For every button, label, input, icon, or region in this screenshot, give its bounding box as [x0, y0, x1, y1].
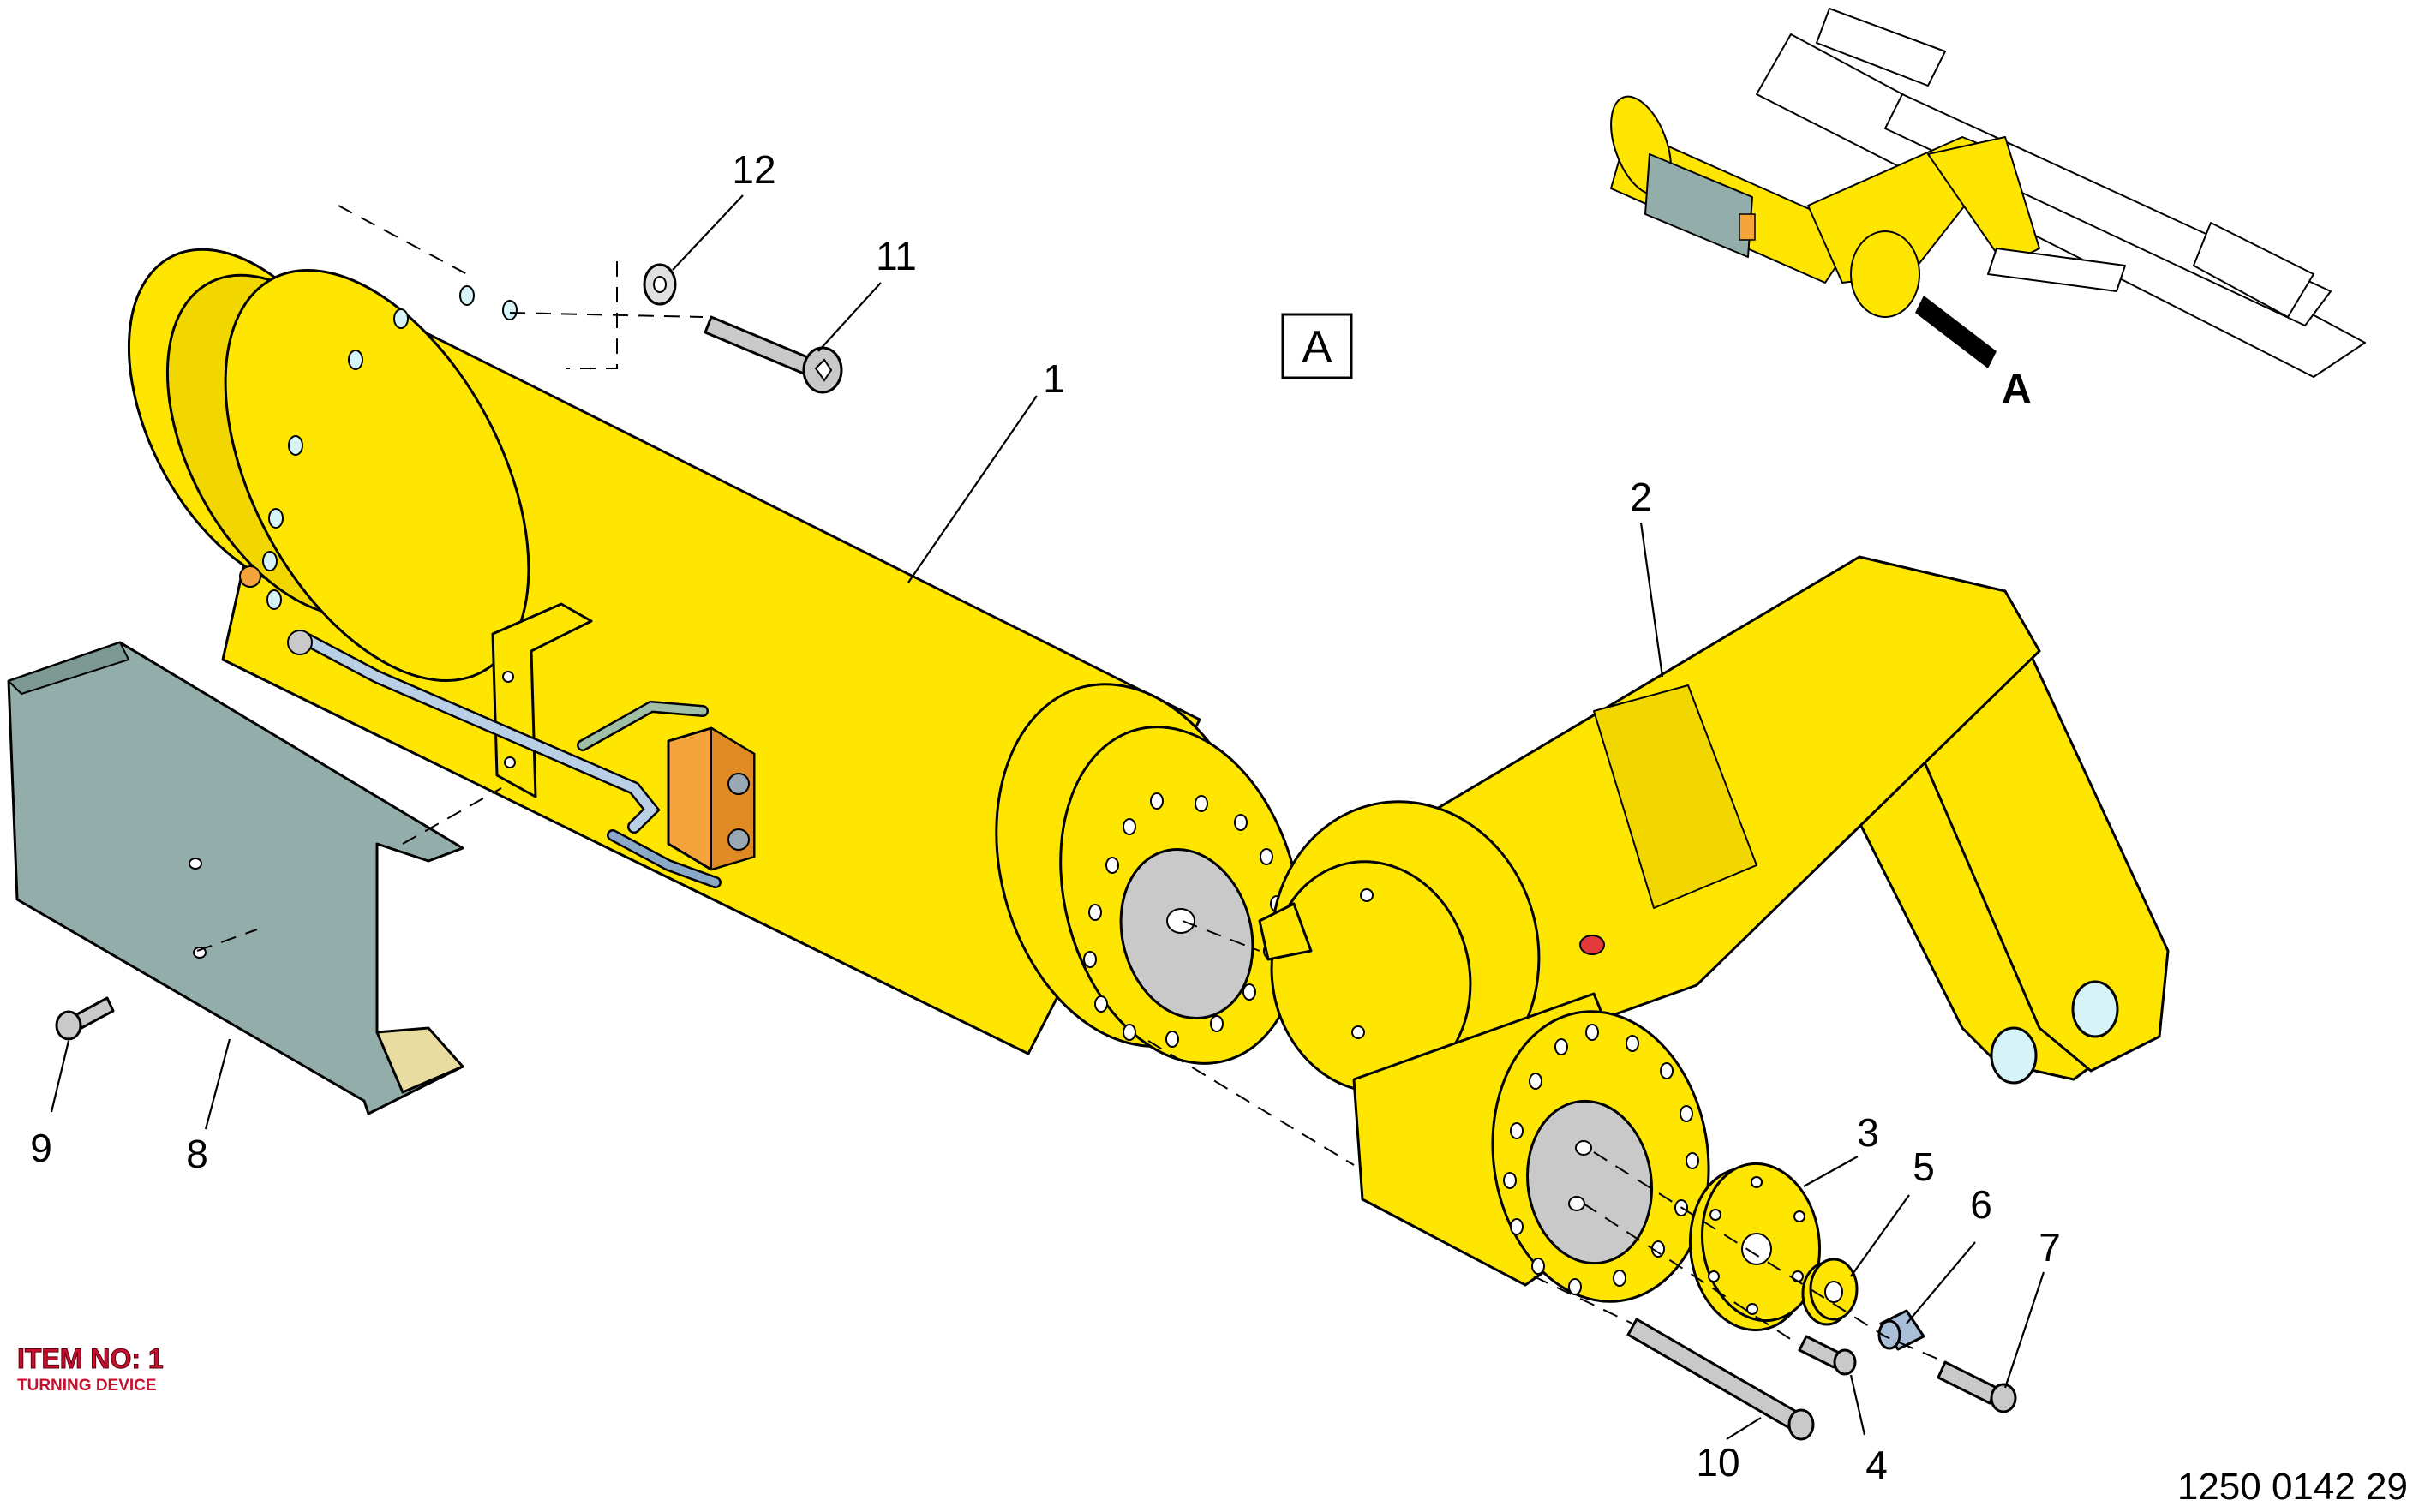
- view-label: A: [1302, 322, 1332, 372]
- turning-arm-icon: [1258, 555, 2170, 1303]
- callout-leaders: [50, 194, 2045, 1440]
- callout-10: 10: [1696, 1440, 1739, 1485]
- cylinder-icon: [127, 248, 1302, 1065]
- callout-numbers: 1 2 3 4 5 6 7 8 9 10 11 12: [30, 147, 2061, 1487]
- bolt-icon: [1626, 1318, 1815, 1441]
- item-title: ITEM NO: 1: [17, 1343, 164, 1374]
- washer-icon: [643, 263, 677, 306]
- callout-4: 4: [1865, 1443, 1888, 1487]
- callout-9: 9: [30, 1126, 52, 1170]
- washer-icon: [1688, 1162, 1822, 1332]
- bushing-icon: [1801, 1258, 1859, 1326]
- callout-1: 1: [1043, 356, 1065, 401]
- item-subtitle: TURNING DEVICE: [17, 1377, 157, 1395]
- bolt-icon: [1937, 1360, 2017, 1413]
- bolt-icon: [704, 315, 843, 394]
- bolt-icon: [55, 996, 115, 1041]
- callout-3: 3: [1857, 1110, 1879, 1155]
- inset-arrow-label: A: [2002, 367, 2032, 412]
- callout-12: 12: [732, 147, 775, 192]
- item-label: ITEM NO: 1 TURNING DEVICE: [17, 1343, 165, 1395]
- bolt-icon: [1798, 1335, 1857, 1376]
- assembly-lines: [196, 205, 1946, 1363]
- sleeve-icon: [1877, 1309, 1925, 1351]
- callout-7: 7: [2039, 1225, 2061, 1270]
- callout-11: 11: [876, 234, 917, 278]
- callout-8: 8: [186, 1132, 208, 1176]
- guard-plate-icon: [7, 641, 464, 1115]
- drawing-number: 1250 0142 29: [2177, 1466, 2408, 1508]
- callout-6: 6: [1970, 1182, 1992, 1227]
- view-label-box: A: [1281, 313, 1353, 379]
- callout-2: 2: [1630, 475, 1652, 519]
- callout-5: 5: [1913, 1144, 1935, 1189]
- inset-location-view: A: [1610, 8, 2366, 412]
